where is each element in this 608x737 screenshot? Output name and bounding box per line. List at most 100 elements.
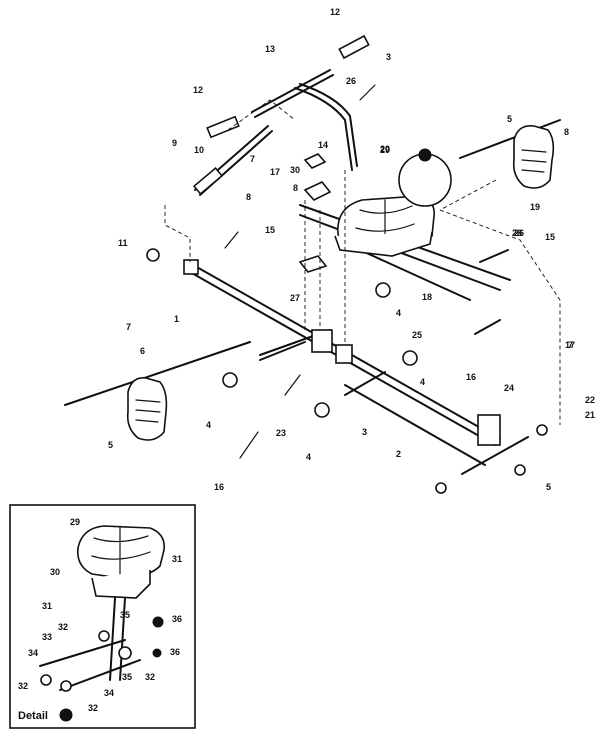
detail-cap-32 <box>40 674 52 686</box>
grip-part-12-top <box>338 34 370 60</box>
detail-marker-icon <box>59 708 73 722</box>
bottom-bar <box>461 436 529 475</box>
label-23: 23 <box>276 428 286 438</box>
front-bar-part-2 <box>344 384 486 466</box>
hardware <box>146 84 548 494</box>
label-8a: 8 <box>246 192 251 202</box>
label-16a: 16 <box>466 372 476 382</box>
clamp-part-14 <box>303 153 327 169</box>
label-29: 29 <box>380 145 390 155</box>
label-17a: 17 <box>270 167 280 177</box>
grip-part-12-left <box>206 115 240 139</box>
handlebar-part-13 <box>251 69 331 113</box>
label-4b: 4 <box>420 377 425 387</box>
label-25: 25 <box>412 330 422 340</box>
clamp-part-15 <box>298 255 328 273</box>
cap-part-4-b <box>402 350 418 366</box>
label-19: 19 <box>530 202 540 212</box>
label-11: 11 <box>118 238 128 248</box>
label-4d: 4 <box>306 452 311 462</box>
label-26b: 26 <box>514 228 524 238</box>
detail-cap-34 <box>60 680 72 692</box>
foot-pedal-left <box>64 341 251 441</box>
detail-seat-bracket <box>91 570 151 599</box>
detail-label-36b: 36 <box>170 647 180 657</box>
detail-rail-b <box>59 659 141 691</box>
label-3a: 3 <box>386 52 391 62</box>
cap-part-4-c <box>222 372 238 388</box>
cap-part-4-a <box>375 282 391 298</box>
label-24: 24 <box>504 383 514 393</box>
label-4c: 4 <box>206 420 211 430</box>
detail-label-32c: 32 <box>18 681 28 691</box>
lever-grip-part-10 <box>192 167 224 195</box>
detail-inset: 29 30 31 31 32 32 32 32 33 34 34 35 35 3… <box>9 504 196 729</box>
label-15a: 15 <box>265 225 275 235</box>
detail-label-30: 30 <box>50 567 60 577</box>
label-14: 14 <box>318 140 328 150</box>
foot-pedal-right <box>459 119 561 189</box>
label-22: 22 <box>585 395 595 405</box>
detail-title: Detail <box>18 710 48 722</box>
part-labels: 1 2 3 3 4 4 4 4 5 5 5 6 7 7 7 8 8 8 9 10… <box>108 7 595 492</box>
detail-label-34a: 34 <box>28 648 38 658</box>
label-8b: 8 <box>293 183 298 193</box>
label-27: 27 <box>290 293 300 303</box>
tube-part-3 <box>344 371 386 396</box>
detail-label-32d: 32 <box>88 703 98 713</box>
cap-part-11 <box>146 248 160 262</box>
clamp-part-30 <box>303 181 332 201</box>
detail-label-32b: 32 <box>145 672 155 682</box>
label-5c: 5 <box>108 440 113 450</box>
weight-ball-part-20 <box>398 153 452 207</box>
pin-part-28 <box>479 249 509 263</box>
handlebar-assembly <box>192 34 370 273</box>
label-28: 28 <box>512 228 522 238</box>
detail-seat-cushion <box>76 525 166 579</box>
label-15b: 15 <box>545 232 555 242</box>
right-pedal-rod <box>459 119 561 159</box>
label-13: 13 <box>265 44 275 54</box>
detail-knob-36a <box>152 616 164 628</box>
detail-label-31a: 31 <box>172 554 182 564</box>
label-30: 30 <box>290 165 300 175</box>
label-3b: 3 <box>362 427 367 437</box>
axle-tube <box>259 341 306 361</box>
label-4a: 4 <box>396 308 401 318</box>
junction-block <box>183 259 199 275</box>
bent-post-part-26 <box>294 87 353 171</box>
cap-part-5-c <box>435 482 447 494</box>
pin-part-16 <box>474 319 501 335</box>
detail-label-32a: 32 <box>58 622 68 632</box>
bolt-part-16 <box>239 431 259 459</box>
assembly-guides <box>164 99 561 425</box>
label-5b: 5 <box>546 482 551 492</box>
seat-assembly <box>299 148 511 301</box>
detail-label-36a: 36 <box>172 614 182 624</box>
label-18: 18 <box>422 292 432 302</box>
main-frame <box>183 259 529 475</box>
detail-label-34b: 34 <box>104 688 114 698</box>
detail-label-31b: 31 <box>42 601 52 611</box>
detail-label-29: 29 <box>70 517 80 527</box>
label-9: 9 <box>172 138 177 148</box>
bolt-part-3 <box>359 84 376 101</box>
ball-cap-icon <box>418 148 432 162</box>
center-bracket-2 <box>335 344 353 364</box>
detail-label-35a: 35 <box>120 610 130 620</box>
label-8c: 8 <box>564 127 569 137</box>
right-foot-pedal-part-5 <box>512 124 555 189</box>
detail-label-35b: 35 <box>122 672 132 682</box>
seat-base <box>334 231 433 257</box>
label-21: 21 <box>585 410 595 420</box>
label-7b: 7 <box>250 154 255 164</box>
label-5a: 5 <box>507 114 512 124</box>
label-16b: 16 <box>214 482 224 492</box>
cap-part-4-d <box>314 402 330 418</box>
label-2: 2 <box>396 449 401 459</box>
label-12a: 12 <box>330 7 340 17</box>
left-pedal-rod-part-6 <box>64 341 251 406</box>
bolt-part-23 <box>284 374 301 396</box>
detail-knob-36b <box>152 648 162 658</box>
